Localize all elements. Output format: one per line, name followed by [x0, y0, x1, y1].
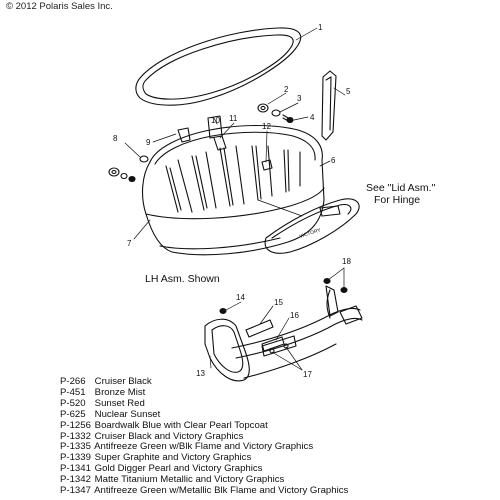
color-name: Super Graphite and Victory Graphics [94, 452, 252, 464]
callout-6: 6 [331, 156, 336, 165]
callout-11: 11 [229, 114, 238, 123]
color-code: P-1347 [60, 485, 91, 497]
callout-7: 7 [127, 239, 132, 248]
callout-2: 2 [284, 85, 289, 94]
callout-18: 18 [342, 257, 351, 266]
color-code: P-625 [60, 408, 86, 420]
saddlebag-body [141, 115, 325, 256]
color-code-item: P-266 Cruiser Black [60, 376, 348, 388]
color-code-item: P-1256 Boardwalk Blue with Clear Pearl T… [60, 419, 348, 432]
color-code-item: P-520 Sunset Red [60, 397, 348, 410]
color-code: P-1256 [60, 419, 91, 431]
color-name: Boardwalk Blue with Clear Pearl Topcoat [94, 419, 268, 431]
trim-strip [321, 70, 337, 141]
plate-15 [245, 319, 274, 338]
callout-5: 5 [346, 87, 351, 96]
color-name: Gold Digger Pearl and Victory Graphics [94, 463, 263, 475]
copyright-notice: © 2012 Polaris Sales Inc. [6, 1, 113, 12]
color-code: P-451 [60, 386, 86, 398]
color-code-item: P-451 Bronze Mist [60, 386, 348, 399]
callout-1: 1 [318, 23, 323, 32]
color-name: Cruiser Black and Victory Graphics [94, 430, 244, 442]
color-name: Matte Titanium Metallic and Victory Grap… [94, 474, 285, 486]
mounting-bracket [204, 285, 363, 382]
callout-16: 16 [290, 311, 299, 320]
color-code-item: P-1339 Super Graphite and Victory Graphi… [60, 452, 348, 464]
color-code: P-520 [60, 397, 86, 409]
callout-9: 9 [146, 138, 151, 147]
color-code-item: P-1347 Antifreeze Green w/Metallic Blk F… [60, 485, 349, 497]
leader-lines [124, 27, 346, 371]
assembly-shown-note: LH Asm. Shown [145, 273, 220, 285]
color-code-item: P-1335 Antifreeze Green w/Blk Flame and … [60, 441, 348, 453]
color-name: Nuclear Sunset [94, 408, 161, 420]
callout-3: 3 [297, 94, 302, 103]
color-name: Antifreeze Green w/Metallic Blk Flame an… [94, 485, 349, 497]
color-name: Sunset Red [94, 397, 145, 409]
color-code: P-1341 [60, 463, 91, 475]
lid-seal-ring [135, 27, 302, 106]
callout-10: 10 [211, 116, 220, 125]
plate-16 [261, 336, 285, 352]
color-code-item: P-1341 Gold Digger Pearl and Victory Gra… [60, 463, 348, 475]
callout-4: 4 [310, 113, 315, 122]
callout-12: 12 [262, 122, 271, 131]
callout-15: 15 [274, 298, 283, 307]
callout-8: 8 [113, 134, 118, 143]
lid-reference-line1: See "Lid Asm." [366, 182, 436, 194]
hardware-stack-8 [108, 155, 149, 183]
fastener-14 [219, 308, 227, 314]
fasteners-18 [323, 278, 348, 293]
callout-13: 13 [196, 369, 205, 378]
color-code: P-1332 [60, 430, 91, 442]
color-name: Bronze Mist [94, 386, 146, 398]
color-code: P-1335 [60, 441, 91, 453]
color-code-item: P-1342 Matte Titanium Metallic and Victo… [60, 474, 348, 486]
color-code-item: P-1332 Cruiser Black and Victory Graphic… [60, 430, 348, 443]
color-name: Cruiser Black [94, 376, 152, 387]
color-code: P-266 [60, 376, 86, 387]
hardware-stack-2-4 [257, 103, 294, 124]
color-code-item: P-625 Nuclear Sunset [60, 408, 348, 421]
callout-17: 17 [303, 370, 312, 379]
color-code: P-1342 [60, 474, 91, 486]
color-name: Antifreeze Green w/Blk Flame and Victory… [94, 441, 314, 453]
color-code: P-1339 [60, 452, 91, 464]
lid-reference-line2: For Hinge [374, 194, 421, 206]
callout-14: 14 [236, 293, 245, 302]
